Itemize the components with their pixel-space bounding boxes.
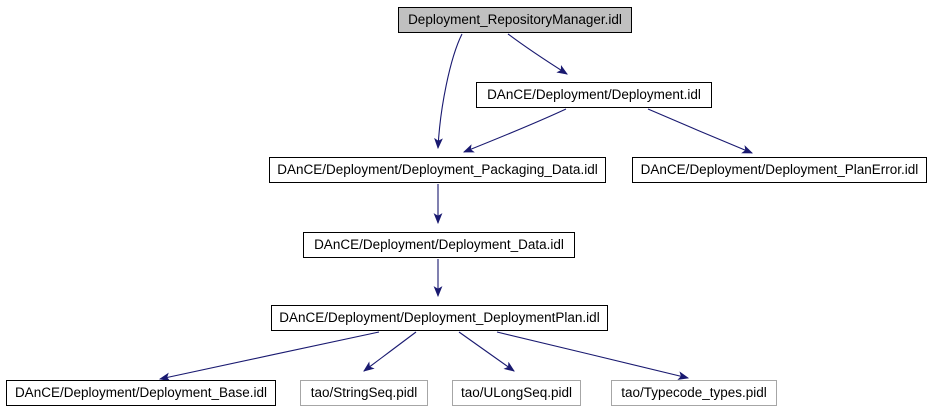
graph-edge bbox=[434, 33, 463, 150]
graph-node-deployment_plan[interactable]: DAnCE/Deployment/Deployment_DeploymentPl… bbox=[271, 305, 608, 331]
graph-node-deployment[interactable]: DAnCE/Deployment/Deployment.idl bbox=[476, 82, 712, 108]
graph-node-label: tao/Typecode_types.pidl bbox=[621, 385, 767, 401]
graph-node-deployment_base[interactable]: DAnCE/Deployment/Deployment_Base.idl bbox=[6, 380, 276, 406]
graph-node-typecode_types[interactable]: tao/Typecode_types.pidl bbox=[611, 380, 777, 406]
graph-edge bbox=[496, 331, 690, 380]
graph-node-label: tao/ULongSeq.pidl bbox=[460, 385, 573, 401]
graph-node-repository_manager[interactable]: Deployment_RepositoryManager.idl bbox=[398, 7, 632, 33]
graph-node-label: DAnCE/Deployment/Deployment_Packaging_Da… bbox=[277, 162, 598, 178]
graph-edge bbox=[462, 108, 567, 153]
graph-node-label: DAnCE/Deployment/Deployment.idl bbox=[487, 87, 701, 103]
graph-node-label: DAnCE/Deployment/Deployment_PlanError.id… bbox=[640, 162, 919, 178]
graph-edge bbox=[647, 108, 754, 154]
edges-group bbox=[158, 33, 754, 382]
graph-node-string_seq[interactable]: tao/StringSeq.pidl bbox=[300, 380, 428, 406]
graph-edge bbox=[363, 331, 417, 372]
graph-node-label: DAnCE/Deployment/Deployment_Data.idl bbox=[314, 237, 564, 253]
graph-node-label: DAnCE/Deployment/Deployment_Base.idl bbox=[14, 385, 268, 401]
graph-node-packaging_data[interactable]: DAnCE/Deployment/Deployment_Packaging_Da… bbox=[269, 157, 606, 183]
graph-node-plan_error[interactable]: DAnCE/Deployment/Deployment_PlanError.id… bbox=[632, 157, 927, 183]
graph-node-label: Deployment_RepositoryManager.idl bbox=[408, 12, 622, 28]
graph-node-ulong_seq[interactable]: tao/ULongSeq.pidl bbox=[452, 380, 581, 406]
graph-edge bbox=[458, 331, 515, 372]
graph-node-deployment_data[interactable]: DAnCE/Deployment/Deployment_Data.idl bbox=[303, 232, 575, 258]
graph-edge bbox=[158, 331, 380, 382]
graph-node-label: DAnCE/Deployment/Deployment_DeploymentPl… bbox=[279, 310, 600, 326]
graph-edge bbox=[507, 33, 568, 75]
graph-node-label: tao/StringSeq.pidl bbox=[310, 385, 418, 401]
